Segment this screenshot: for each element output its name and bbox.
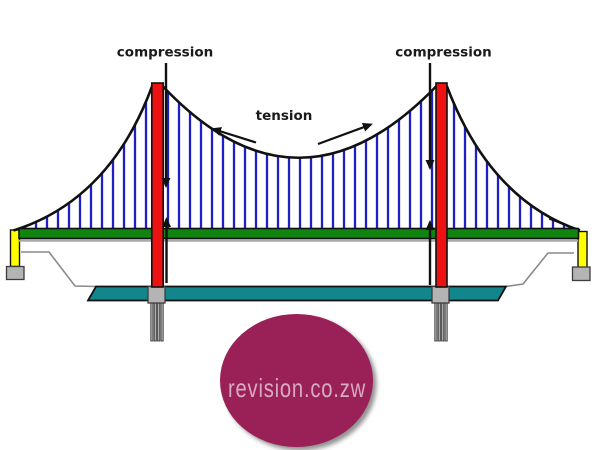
left-embankment-line (21, 251, 97, 288)
pile (441, 302, 445, 342)
compression-label-left: compression (117, 45, 213, 61)
right-anchor-block (577, 230, 588, 269)
left-anchor-block (9, 229, 21, 268)
tension-label: tension (256, 108, 313, 124)
left-pile-group (150, 302, 164, 342)
left-tower (151, 82, 165, 288)
pile (434, 302, 438, 342)
embankment-outlines (21, 251, 574, 288)
pile (437, 302, 441, 342)
concrete-parts (5, 265, 591, 342)
compression-label-right: compression (395, 45, 491, 61)
main-suspension-cable (13, 85, 581, 232)
tension-arrow-left (211, 127, 257, 144)
watermark-circle (220, 314, 373, 447)
water-band (86, 285, 508, 302)
bridge-deck (18, 227, 580, 240)
pile (153, 302, 157, 342)
pile (150, 302, 154, 342)
left-tower-foundation (147, 285, 166, 304)
left-anchor-footing (5, 265, 25, 281)
towers (151, 82, 448, 288)
watermark-logo: revision.co.zw (220, 314, 377, 450)
right-pile-group (434, 302, 448, 342)
pile (160, 302, 164, 342)
right-embankment-line (505, 252, 574, 288)
watermark-text: revision.co.zw (228, 373, 366, 403)
right-tower-foundation (431, 285, 450, 304)
tension-arrow-right (317, 123, 373, 146)
pile (444, 302, 448, 342)
right-anchor-footing (571, 266, 591, 282)
right-tower (435, 82, 448, 288)
pile (157, 302, 161, 342)
force-arrows (161, 63, 435, 285)
